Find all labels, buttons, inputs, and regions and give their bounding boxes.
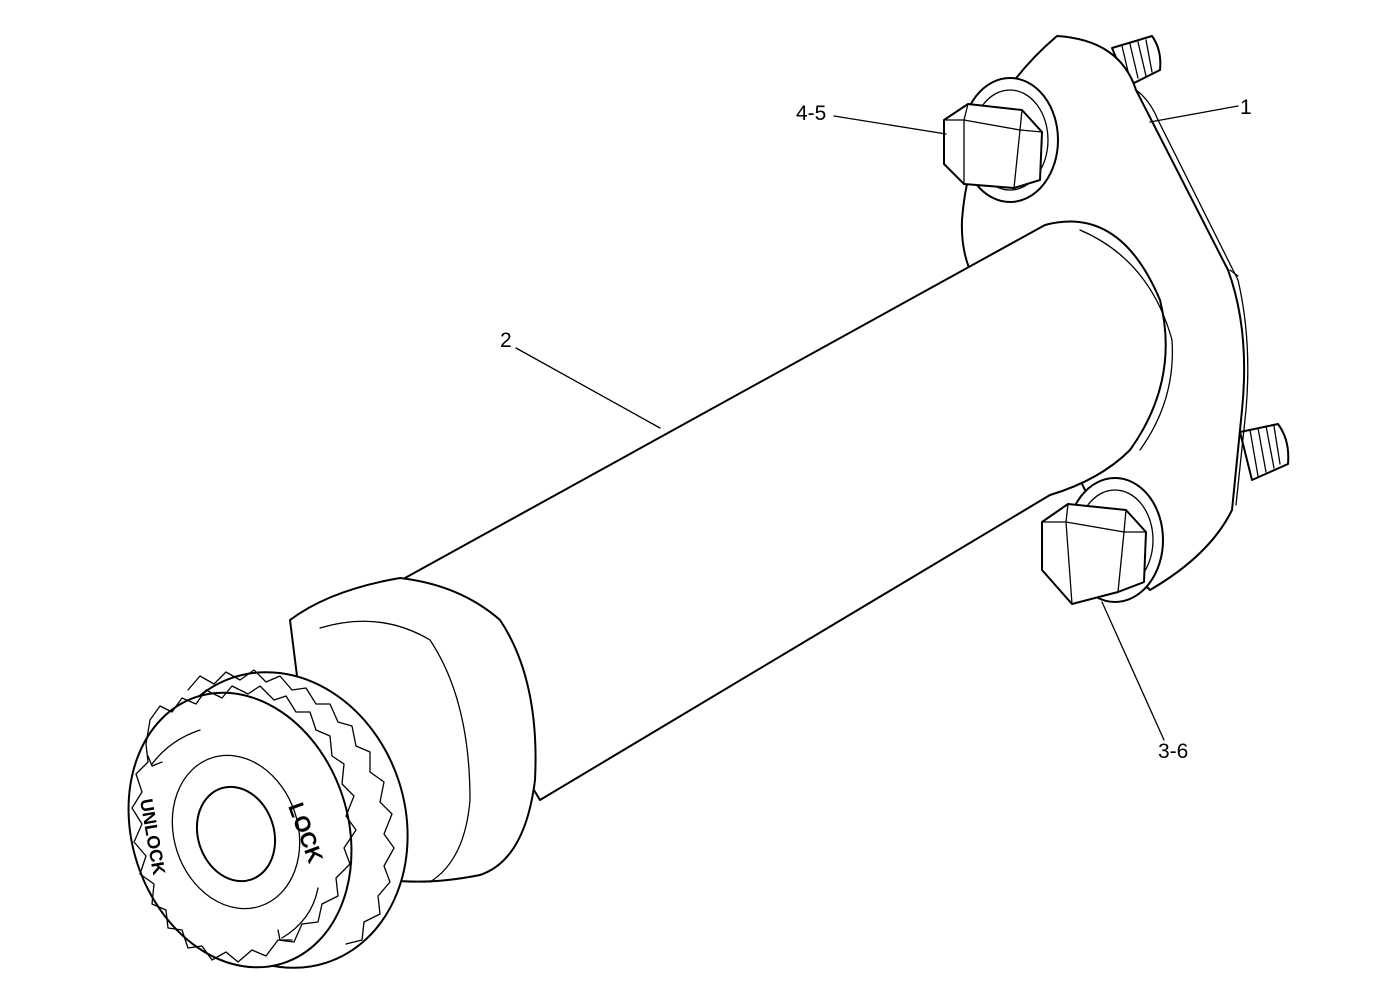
callout-2: 2 xyxy=(500,329,512,352)
arrow-lock-icon xyxy=(281,887,319,939)
leader-1 xyxy=(1149,105,1239,123)
leader-3-6 xyxy=(1101,601,1165,741)
callout-1: 1 xyxy=(1240,96,1252,119)
lock-knob[interactable]: LOCK UNLOCK xyxy=(94,639,445,1001)
bolt-lower xyxy=(1041,477,1164,605)
arrow-unlock-icon xyxy=(151,729,201,765)
leader-4-5 xyxy=(833,115,947,135)
leader-2 xyxy=(515,347,661,429)
callout-3-6: 3-6 xyxy=(1158,740,1188,763)
collar xyxy=(289,577,537,883)
cylinder-tube xyxy=(404,220,1174,801)
bolt-upper xyxy=(943,77,1059,203)
stud-bottom xyxy=(1239,423,1290,481)
leader-lines xyxy=(515,105,1239,741)
callout-4-5: 4-5 xyxy=(796,102,826,125)
